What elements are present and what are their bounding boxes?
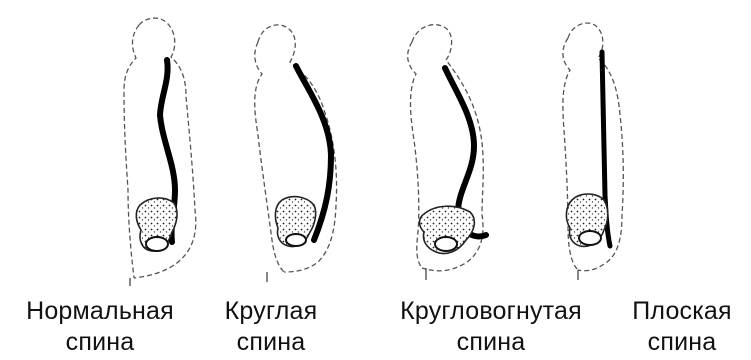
figure-flat-back: [563, 23, 623, 280]
figure-round-concave-back: [408, 25, 486, 280]
hip-joint: [146, 237, 168, 251]
caption-line-2: спина: [366, 327, 616, 358]
caption-line-1: Плоская: [617, 296, 747, 327]
body-outline-front: [124, 25, 139, 278]
caption-normal-back: Нормальная спина: [5, 296, 195, 358]
figure-round-back: [255, 25, 337, 282]
caption-line-2: спина: [196, 327, 346, 358]
body-outline-front: [408, 42, 422, 268]
hip-joint: [435, 237, 457, 251]
caption-line-2: спина: [617, 327, 747, 358]
hip-joint: [579, 231, 601, 245]
caption-flat-back: Плоская спина: [617, 296, 747, 358]
caption-line-1: Нормальная: [5, 296, 195, 327]
caption-round-back: Круглая спина: [196, 296, 346, 358]
figure-normal-back: [124, 18, 196, 286]
caption-line-1: Круглая: [196, 296, 346, 327]
caption-line-1: Кругловогнутая: [366, 296, 616, 327]
caption-line-2: спина: [5, 327, 195, 358]
caption-round-concave-back: Кругловогнутая спина: [366, 296, 616, 358]
hip-joint: [286, 234, 306, 246]
